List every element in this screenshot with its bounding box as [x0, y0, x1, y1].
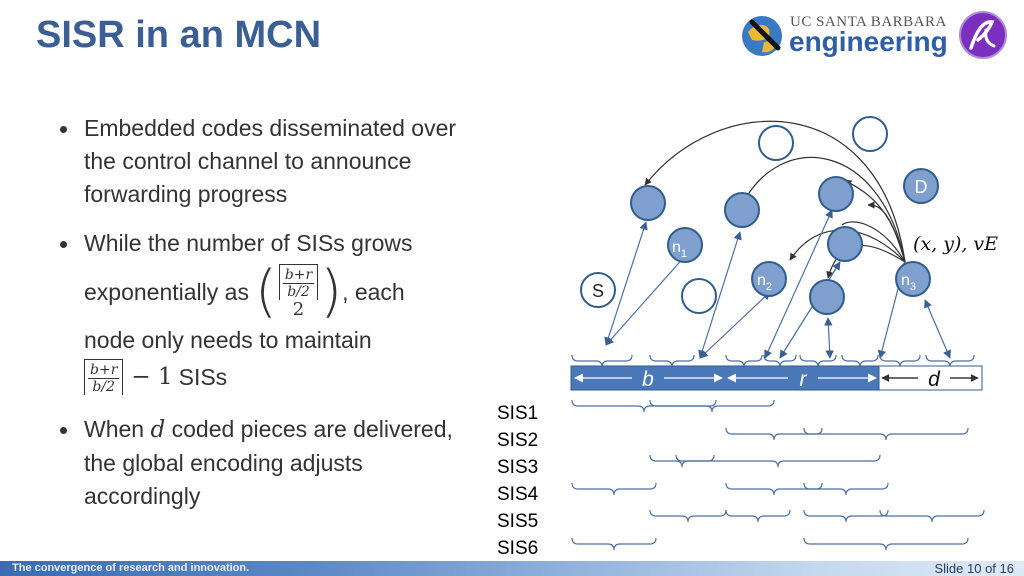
minus-one: − 1	[131, 363, 173, 390]
bullet-line: b+r b/2 − 1 SISs	[84, 357, 478, 397]
network-node	[630, 185, 666, 221]
sis-label: SIS5	[497, 511, 539, 532]
bullet-line: exponentially as ( b+r b/2 2 ) , each	[84, 260, 478, 324]
network-node	[724, 192, 760, 228]
node-n1	[667, 227, 703, 263]
fraction-numerator: b+r	[88, 361, 120, 379]
destination-node	[903, 168, 939, 204]
binomial-column: b+r b/2 2	[277, 264, 320, 319]
empty-node	[758, 125, 794, 161]
node-n3-label: n3	[901, 272, 916, 293]
bullet-text: When	[84, 416, 145, 442]
fraction: b+r b/2	[88, 361, 120, 395]
link-lines	[604, 209, 951, 359]
node-n2	[751, 261, 787, 297]
ceiling-expression: b+r b/2	[278, 264, 319, 300]
right-paren: )	[320, 259, 343, 324]
segment-label-b: b	[642, 368, 654, 391]
bullet-item: Embedded codes disseminated over the con…	[58, 112, 478, 211]
bullet-text: node only needs to maintain	[84, 327, 372, 353]
math-variable-d: d	[150, 417, 166, 443]
segment-braces	[571, 354, 975, 368]
network-node	[809, 279, 845, 315]
network-node	[827, 226, 863, 262]
sis-label: SIS1	[497, 403, 539, 424]
ceiling-expression: b+r b/2	[84, 359, 124, 395]
node-n2-label: n2	[757, 272, 772, 293]
bullet-item: When d coded pieces are delivered, the g…	[58, 413, 478, 513]
bullet-text: exponentially as	[84, 278, 249, 305]
bullet-text: , each	[342, 278, 405, 305]
left-paren: (	[254, 259, 277, 324]
destination-label: D	[915, 177, 928, 197]
logo-university: UC SANTA BARBARA	[790, 14, 947, 30]
logo-engineering: engineering	[789, 26, 948, 57]
segment-label-r: r	[800, 368, 808, 391]
source-node	[580, 272, 616, 308]
node-n1-label: n1	[672, 239, 687, 260]
bullet-item: While the number of SISs grows exponenti…	[58, 227, 478, 397]
sis-label-list: SIS1 SIS2 SIS3 SIS4 SIS5 SIS6	[497, 400, 538, 562]
sis-label: SIS2	[497, 430, 539, 451]
bullet-dot	[60, 427, 67, 434]
node-n3	[895, 261, 931, 297]
sis-label: SIS3	[497, 457, 539, 478]
footer-bar	[0, 561, 1024, 576]
fraction-denominator: b/2	[92, 378, 115, 395]
network-node	[818, 176, 854, 212]
bullet-list: Embedded codes disseminated over the con…	[58, 112, 478, 529]
sis-label: SIS6	[497, 538, 539, 559]
binomial-expression: ( b+r b/2 2 )	[255, 264, 342, 320]
sis-label: SIS4	[497, 484, 539, 505]
coordinate-label: (x, y), vE	[913, 233, 998, 255]
globe-logo-icon	[742, 16, 782, 56]
empty-node	[681, 278, 717, 314]
footer-tagline: The convergence of research and innovati…	[12, 562, 250, 574]
fraction-denominator: b/2	[287, 283, 310, 300]
bullet-dot	[60, 126, 67, 133]
slide-title: SISR in an MCN	[36, 14, 322, 56]
bullet-dot	[60, 241, 67, 248]
segment-label-d: d	[928, 368, 941, 391]
source-label: S	[592, 281, 604, 301]
bullet-text: coded pieces are delivered, the global e…	[84, 416, 453, 509]
bullet-text: SISs	[178, 363, 228, 390]
bullet-text: While the number of SISs grows	[84, 230, 413, 256]
alcatel-lucent-logo-icon	[959, 11, 1007, 59]
bullet-text: Embedded codes disseminated over the con…	[84, 115, 457, 207]
sis-braces	[571, 399, 985, 551]
binomial-lower: 2	[292, 298, 305, 320]
fraction: b+r b/2	[282, 266, 315, 300]
empty-node	[852, 116, 888, 152]
fraction-numerator: b+r	[282, 266, 315, 284]
slide-number: Slide 10 of 16	[934, 561, 1014, 576]
